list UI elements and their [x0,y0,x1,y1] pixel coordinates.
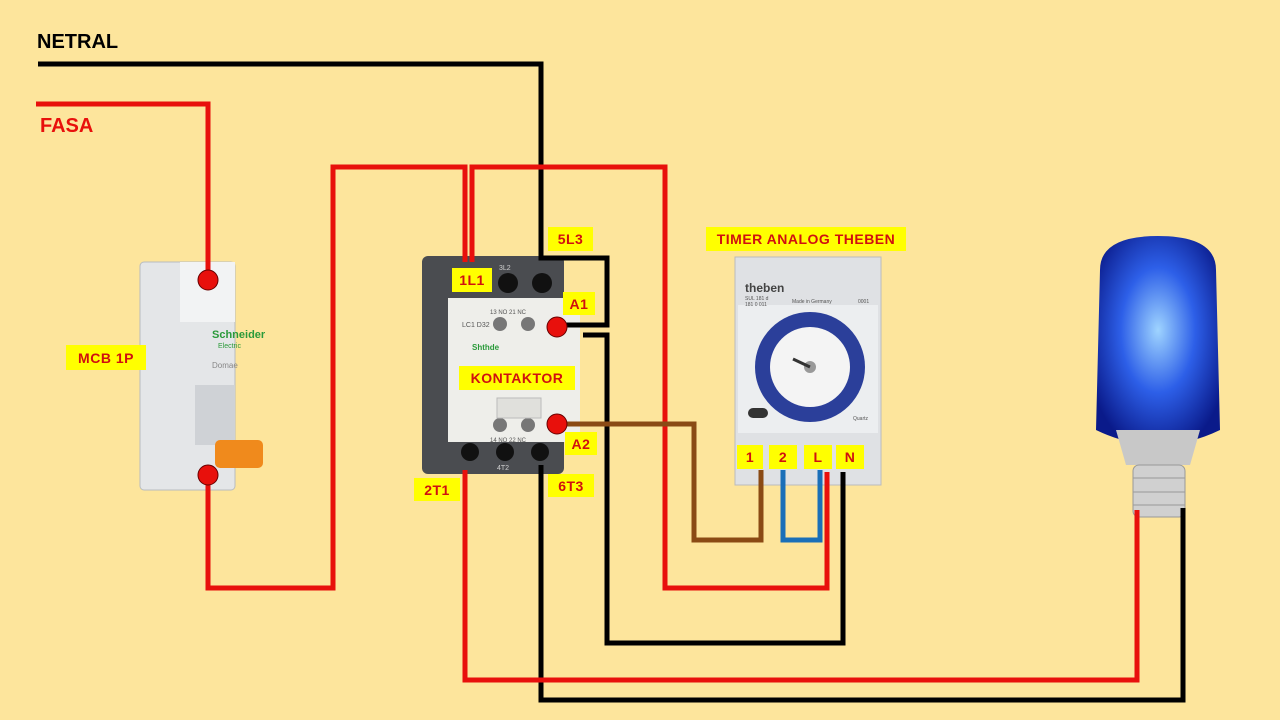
terminal-4t2-text: 4T2 [497,465,509,472]
phase-label: FASA [40,115,94,137]
timer-brand: theben [745,281,784,295]
contactor-label: KONTAKTOR [459,366,575,390]
wire-neutral-lamp [538,465,1186,703]
terminal-6t3-label: 6T3 [548,474,594,497]
timer-model: SUL 181 d [745,296,769,302]
mcb-terminal-top[interactable] [197,269,219,291]
timer-terminal-n: N [836,445,864,469]
wire-phase-lamp [462,470,1140,683]
timer-terminal-2: 2 [769,445,797,469]
contactor-brand: Shthde [472,343,500,352]
terminal-2t1-label: 2T1 [414,478,460,501]
mcb-label: MCB 1P [66,345,146,370]
wire-bridge-2-l [780,470,823,543]
timer-terminal-1: 1 [737,445,763,469]
wire-control-a2 [557,421,764,543]
timer-code: 181 0 011 [745,302,767,308]
timer-quartz: Quartz [853,416,869,422]
mcb-brand-sub: Electric [218,343,241,350]
neutral-label: NETRAL [37,31,119,53]
mcb-toggle[interactable] [215,440,263,468]
terminal-a1-label: A1 [563,292,595,315]
timer-serial: 0001 [858,299,869,305]
mcb-model: Domae [212,361,238,370]
wire-neutral-main [38,61,610,328]
mcb-device: Schneider Electric Domae [139,261,266,491]
wire-neutral-timer [583,332,846,646]
a2-terminal[interactable] [546,413,568,435]
contactor-model: LC1 D32 [462,322,490,329]
contactor-device: 3L2 4T2 13 NO 21 NC LC1 D32 Shthde 14 NO… [422,256,580,474]
mcb-brand: Schneider [212,329,266,341]
lamp-bulb [1096,236,1220,518]
terminal-1l1-label: 1L1 [452,268,492,292]
aux-bottom-text: 14 NO 22 NC [490,438,527,444]
wire-phase-in [36,101,211,280]
timer-made: Made in Germany [792,299,832,305]
terminal-3l2-text: 3L2 [499,265,511,272]
mcb-terminal-bottom[interactable] [197,464,219,486]
wire-phase-mcb-contactor [205,164,468,591]
timer-label: TIMER ANALOG THEBEN [706,227,906,251]
timer-terminal-l: L [804,445,832,469]
wire-phase-timer [469,164,830,591]
a1-terminal[interactable] [546,316,568,338]
terminal-5l3-label: 5L3 [548,227,593,251]
aux-top-text: 13 NO 21 NC [490,310,527,316]
terminal-a2-label: A2 [565,432,597,455]
